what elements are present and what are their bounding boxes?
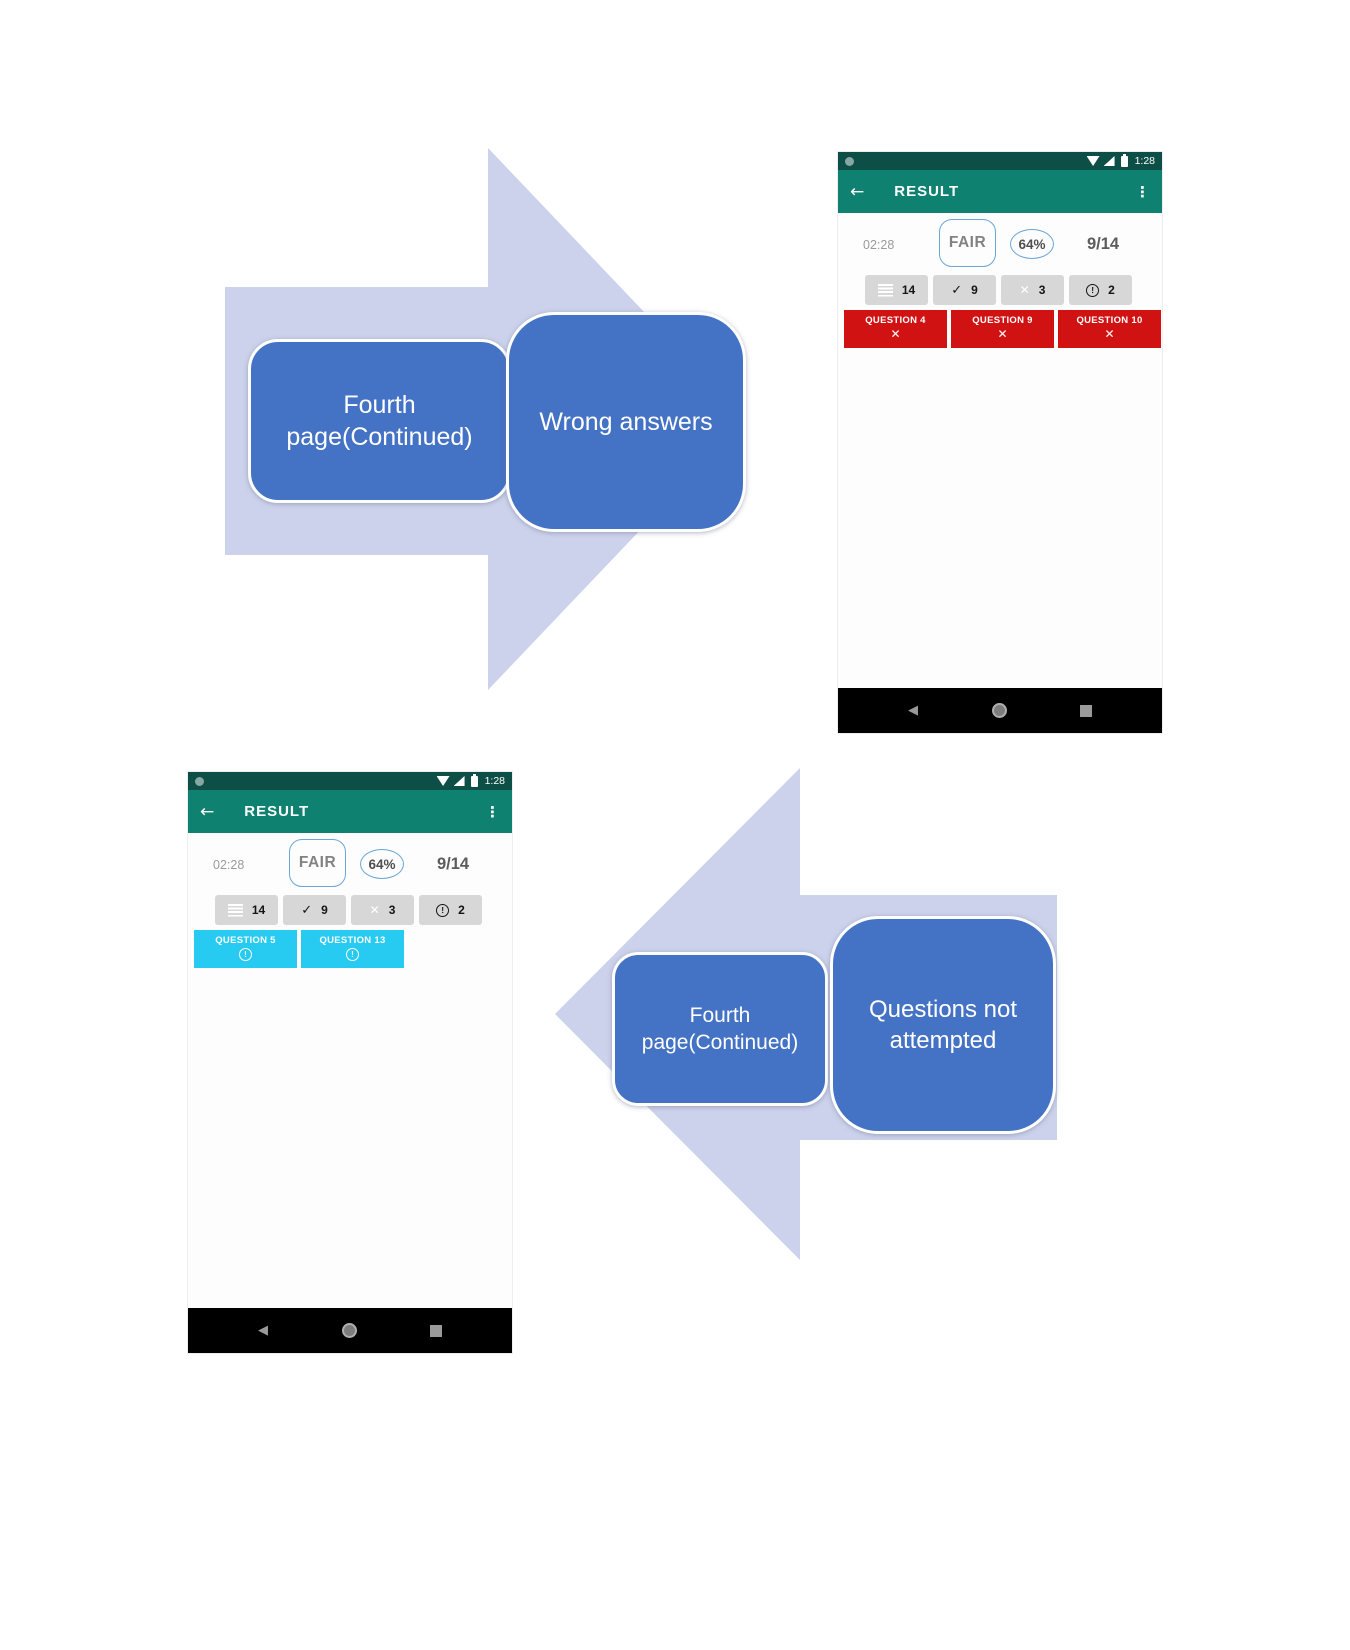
- stat-value: 3: [1038, 283, 1046, 297]
- question-label: QUESTION 5: [215, 935, 276, 946]
- stat-value: 3: [388, 903, 396, 917]
- nav-back-button[interactable]: ◀: [258, 1323, 268, 1338]
- back-button[interactable]: ←: [200, 801, 215, 822]
- stat-value: 9: [971, 283, 978, 297]
- cross-icon: ✕: [369, 903, 380, 917]
- question-label: QUESTION 10: [1076, 315, 1143, 326]
- cross-icon: ✕: [1104, 327, 1115, 341]
- question-label: QUESTION 9: [972, 315, 1033, 326]
- stat-chip-total: 14: [865, 275, 928, 305]
- stat-value: 2: [1108, 283, 1115, 297]
- check-icon: ✓: [301, 902, 313, 918]
- cross-icon: ✕: [1019, 283, 1030, 297]
- stat-chip-total: 14: [215, 895, 278, 925]
- list-icon: [227, 903, 243, 917]
- elapsed-time: 02:28: [213, 858, 245, 872]
- screenshot-result-not-attempted: 1:28 ← RESULT ⋮ 02:28 FAIR 64% 9/14 14 ✓…: [188, 772, 512, 1353]
- wifi-icon: [1086, 156, 1100, 166]
- question-label: QUESTION 13: [319, 935, 386, 946]
- flow-step-fourth-page-bottom: Fourth page(Continued): [612, 952, 828, 1106]
- stat-chip-not-attempted: ! 2: [1069, 275, 1132, 305]
- screenshot-result-wrong-answers: 1:28 ← RESULT ⋮ 02:28 FAIR 64% 9/14 14 ✓…: [838, 152, 1162, 733]
- alert-icon: !: [436, 903, 450, 917]
- flow-step-fourth-page-top: Fourth page(Continued): [248, 339, 511, 503]
- back-button[interactable]: ←: [850, 181, 865, 202]
- result-content: 02:28 FAIR 64% 9/14 14 ✓ 9 ✕ 3 ! 2 QUEST…: [838, 213, 1162, 688]
- stat-chip-wrong: ✕ 3: [351, 895, 414, 925]
- overflow-menu-button[interactable]: ⋮: [485, 802, 500, 821]
- percent-badge: 64%: [360, 849, 404, 879]
- question-tile-wrong[interactable]: QUESTION 9 ✕: [951, 310, 1054, 348]
- stat-value: 2: [458, 903, 465, 917]
- battery-icon: [470, 773, 478, 787]
- stat-chip-wrong: ✕ 3: [1001, 275, 1064, 305]
- nav-recents-button[interactable]: [1080, 704, 1092, 717]
- stat-value: 14: [901, 283, 916, 297]
- wifi-icon: [436, 776, 450, 786]
- question-tile-wrong[interactable]: QUESTION 10 ✕: [1058, 310, 1161, 348]
- alert-icon: !: [239, 948, 252, 961]
- cross-icon: ✕: [890, 327, 901, 341]
- question-tile-not-attempted[interactable]: QUESTION 13 !: [301, 930, 404, 968]
- android-nav-bar: ◀: [838, 688, 1162, 733]
- app-bar: ← RESULT ⋮: [188, 790, 512, 833]
- cross-icon: ✕: [997, 327, 1008, 341]
- question-tile-wrong[interactable]: QUESTION 4 ✕: [844, 310, 947, 348]
- app-bar-title: RESULT: [894, 183, 960, 200]
- flow-step-wrong-answers: Wrong answers: [506, 312, 746, 532]
- nav-back-button[interactable]: ◀: [908, 703, 918, 718]
- android-nav-bar: ◀: [188, 1308, 512, 1353]
- result-content: 02:28 FAIR 64% 9/14 14 ✓ 9 ✕ 3 ! 2 QUEST…: [188, 833, 512, 1308]
- stat-chip-not-attempted: ! 2: [419, 895, 482, 925]
- alert-icon: !: [346, 948, 359, 961]
- cell-signal-icon: [1103, 156, 1115, 166]
- nav-home-button[interactable]: [341, 1323, 357, 1338]
- score-text: 9/14: [437, 855, 470, 873]
- status-bar: 1:28: [188, 772, 512, 790]
- status-time: 1:28: [1134, 155, 1155, 167]
- stat-value: 9: [321, 903, 328, 917]
- status-time: 1:28: [484, 775, 505, 787]
- app-bar: ← RESULT ⋮: [838, 170, 1162, 213]
- notification-dot-icon: [845, 156, 854, 166]
- grade-badge: FAIR: [939, 219, 996, 267]
- elapsed-time: 02:28: [863, 238, 895, 252]
- check-icon: ✓: [951, 282, 963, 298]
- question-label: QUESTION 4: [865, 315, 926, 326]
- percent-badge: 64%: [1010, 229, 1054, 259]
- overflow-menu-button[interactable]: ⋮: [1135, 182, 1150, 201]
- score-text: 9/14: [1087, 235, 1120, 253]
- nav-home-button[interactable]: [991, 703, 1007, 718]
- nav-recents-button[interactable]: [430, 1324, 442, 1337]
- notification-dot-icon: [195, 776, 204, 786]
- cell-signal-icon: [453, 776, 465, 786]
- alert-icon: !: [1086, 283, 1100, 297]
- grade-badge: FAIR: [289, 839, 346, 887]
- status-bar: 1:28: [838, 152, 1162, 170]
- list-icon: [877, 283, 893, 297]
- stat-value: 14: [251, 903, 266, 917]
- question-tile-not-attempted[interactable]: QUESTION 5 !: [194, 930, 297, 968]
- stat-chip-correct: ✓ 9: [933, 275, 996, 305]
- app-bar-title: RESULT: [244, 803, 310, 820]
- stat-chip-correct: ✓ 9: [283, 895, 346, 925]
- battery-icon: [1120, 153, 1128, 167]
- flow-step-questions-not-attempted: Questions not attempted: [830, 916, 1056, 1134]
